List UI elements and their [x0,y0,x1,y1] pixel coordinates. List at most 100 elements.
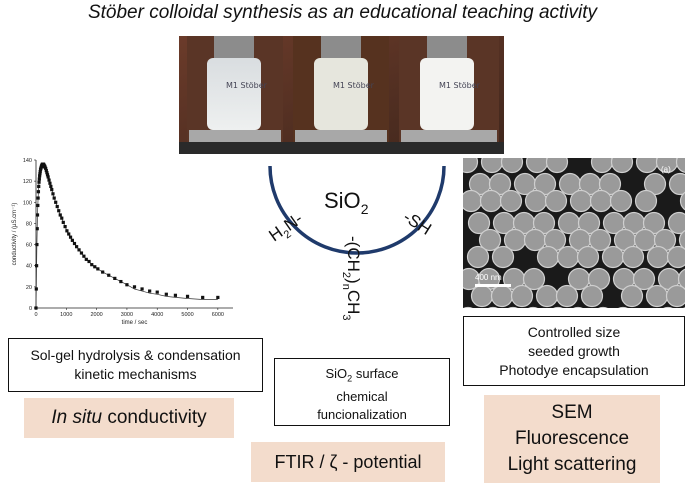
silica-sphere [533,172,557,196]
data-point [140,287,144,291]
silica-sphere [488,172,512,196]
data-point [101,270,105,274]
vial-1 [179,36,289,154]
silica-sphere [466,245,490,269]
data-point [173,293,178,297]
data-point [55,204,59,209]
x-tick-label: 3000 [121,312,133,318]
x-tick-label: 5000 [181,312,193,318]
silica-sphere [490,284,514,308]
surface-functionalization-box: SiO2 surface chemical funcionalization [274,358,450,426]
data-point [49,184,53,189]
svg-text:-(CH2)nCH3: -(CH2)nCH3 [340,236,363,321]
silica-sphere [601,245,625,269]
data-point [44,168,48,173]
page-title: Stöber colloidal synthesis as an educati… [87,2,598,23]
data-point [36,203,40,208]
y-tick-label: 0 [29,306,32,312]
silica-sphere [678,230,685,250]
data-point [60,216,64,220]
silica-sphere [532,211,556,235]
kinetics-line-1: Sol-gel hydrolysis & condensation [30,347,241,363]
techniques-label: SEM Fluorescence Light scattering [484,395,660,483]
silica-sphere [523,228,547,252]
silica-sphere [463,158,479,174]
silica-sphere [620,284,644,308]
silica-sphere [508,306,518,308]
silica-sphere [577,211,601,235]
data-point [61,220,65,224]
sem-image: (a) 400 nm [463,158,685,308]
silica-sphere [535,284,559,308]
scale-label: 400 nm [475,273,502,282]
vial-label-2: M1 Stöber [333,81,375,90]
core-label: SiO2 [324,188,369,217]
data-point [67,232,71,236]
data-point [113,276,117,280]
silica-sphere [510,284,534,308]
data-point [57,209,61,213]
silica-sphere [668,172,685,196]
data-point [119,279,123,284]
data-point [65,229,69,233]
vials-photo: M1 Stöber M1 Stöber M1 Stöber [179,36,504,154]
data-point [82,254,86,258]
size-control-box: Controlled size seeded growth Photodye e… [463,316,685,386]
y-tick-label: 100 [23,200,32,206]
data-point [96,267,100,271]
data-point [37,184,41,189]
silica-sphere [643,172,667,196]
data-point [164,292,168,296]
silica-sphere [467,211,491,235]
silica-sphere [524,189,548,213]
data-point [37,180,41,184]
silica-sphere [491,245,515,269]
vial-label-1: M1 Stöber [226,81,268,90]
data-point [75,245,79,249]
data-point [72,241,77,246]
data-point [54,200,58,204]
silica-sphere [598,306,608,308]
data-point [51,192,55,196]
fit-curve [35,163,218,309]
conductivity-label: In situ conductivity [24,398,234,438]
data-point [45,173,50,177]
kinetics-line-2: kinetic mechanisms [74,366,197,382]
data-point [107,273,111,277]
data-point [148,289,152,293]
y-tick-label: 40 [26,264,32,270]
data-point [37,177,41,181]
data-point [47,178,51,182]
data-point [90,263,94,267]
data-point [155,290,159,294]
data-point [36,190,41,194]
silica-sphere [677,268,685,290]
silica-sphere [609,189,633,213]
silica-sphere [556,245,580,269]
silica-sphere [589,189,613,213]
data-point [34,287,38,291]
silica-sphere [463,306,473,308]
data-point [34,306,38,310]
kinetics-box: Sol-gel hydrolysis & condensation kineti… [8,338,263,392]
silica-particle-arc [268,165,446,255]
silica-sphere [663,306,673,308]
silica-sphere [536,245,560,269]
sem-panel-label: (a) [661,165,671,174]
svg-text:H2N-: H2N- [265,209,308,249]
x-tick-label: 2000 [90,312,102,318]
data-point [35,242,39,247]
x-tick-label: 0 [34,312,37,318]
y-tick-label: 140 [23,158,32,164]
data-point [46,175,50,179]
silica-sphere [500,158,524,174]
data-point [44,166,48,171]
data-point [93,265,97,269]
silica-sphere [645,284,669,308]
y-axis-label: conductivity / (µS.cm⁻¹) [12,203,18,266]
data-point [185,294,190,298]
data-point [45,171,49,175]
x-tick-label: 4000 [151,312,163,318]
silica-sphere [610,158,634,174]
